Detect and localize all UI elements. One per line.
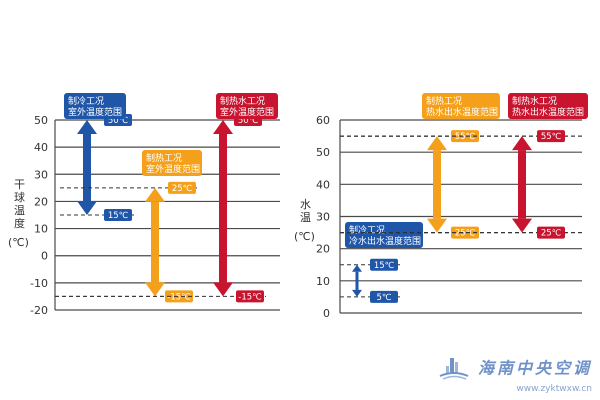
series-callout [508,93,588,119]
range-arrow-shaft [518,150,526,219]
series-callout [64,93,126,119]
series-callout-label: 制热工况 [426,95,462,107]
value-tag-low [104,209,132,221]
value-tag-high-label: 50℃ [238,116,259,126]
y-tick-label: 0 [323,307,330,320]
series-callout-label: 制热水工况 [220,95,265,107]
value-tag-low [165,290,193,303]
value-tag-low-label: -15℃ [167,292,191,302]
watermark-url: www.zyktwxw.cn [516,384,592,394]
arrow-head-down-icon [213,282,233,297]
value-tag-low [451,226,479,239]
value-tag-high [451,130,479,143]
value-tag-high-label: 25℃ [172,184,193,194]
series-callout [422,93,500,119]
value-tag-low [236,290,264,303]
value-tag-low-label: 15℃ [108,211,129,221]
y-tick-label: 40 [34,141,48,154]
range-arrow-shaft [83,134,91,201]
value-tag-high-label: 50℃ [108,116,129,126]
y-tick-label: 40 [316,178,330,191]
value-tag-low [370,290,398,303]
arrow-head-up-icon [427,136,447,151]
series-callout-label: 室外温度范围 [68,106,122,118]
range-arrow-shaft [355,271,359,290]
value-tag-high-label: 15℃ [374,261,395,271]
series-callout-label: 制冷工况 [349,224,385,236]
arrow-head-up-icon [145,187,165,202]
value-tag-low-label: 25℃ [455,229,476,239]
series-callout-label: 热水出水温度范围 [512,106,584,118]
value-tag-high-label: 55℃ [455,132,476,142]
series-callout-label: 冷水出水温度范围 [349,235,421,247]
y-tick-label: 50 [316,146,330,159]
watermark: 海南中央空调 www.zyktwxw.cn [439,354,592,394]
series-callout-label: 热水出水温度范围 [426,106,498,118]
y-tick-label: 10 [316,275,330,288]
series-callout-label: 制冷工况 [68,95,104,107]
y-tick-label: 30 [316,211,330,224]
arrow-head-up-icon [213,120,233,134]
series-callout-label: 制热水工况 [512,95,557,107]
arrow-head-down-icon [77,201,97,215]
arrow-head-down-icon [512,218,532,233]
series-callout-label: 制热工况 [146,152,182,164]
value-tag-high [537,130,565,143]
value-tag-high-label: 55℃ [541,132,562,142]
series-callout-label: 室外温度范围 [146,163,200,175]
value-tag-high [168,181,196,194]
arrow-head-up-icon [352,264,362,272]
arrow-head-down-icon [427,218,447,233]
y-tick-label: 20 [34,195,48,208]
arrow-head-up-icon [512,136,532,151]
value-tag-high [370,258,398,271]
y-tick-label: 60 [316,114,330,127]
y-tick-label: -10 [30,277,48,290]
y-tick-label: -20 [30,304,48,317]
range-arrow-shaft [219,134,227,283]
series-callout [216,93,278,119]
value-tag-low [537,226,565,239]
watermark-title: 海南中央空调 [477,358,592,378]
y-tick-label: 20 [316,243,330,256]
y-tick-label: 50 [34,114,48,127]
series-callout-label: 室外温度范围 [220,106,274,118]
y-axis-label: 干球温度(℃) [8,178,29,249]
range-arrow-shaft [433,150,441,219]
value-tag-low-label: 25℃ [541,229,562,239]
series-callout [142,150,202,176]
value-tag-low-label: -15℃ [238,292,262,302]
y-tick-label: 0 [41,250,48,263]
y-axis-label: 水温(℃) [294,198,315,243]
y-tick-label: 10 [34,223,48,236]
arrow-head-up-icon [77,120,97,134]
series-callout [345,222,423,248]
chart-panel-1: 50403020100-10-20干球温度(℃)50℃15℃制冷工况室外温度范围… [8,93,280,317]
value-tag-low-label: 5℃ [377,293,392,303]
logo-icon [439,354,469,384]
y-tick-label: 30 [34,168,48,181]
arrow-head-down-icon [145,282,165,297]
range-arrow-shaft [151,201,159,283]
arrow-head-down-icon [352,289,362,297]
